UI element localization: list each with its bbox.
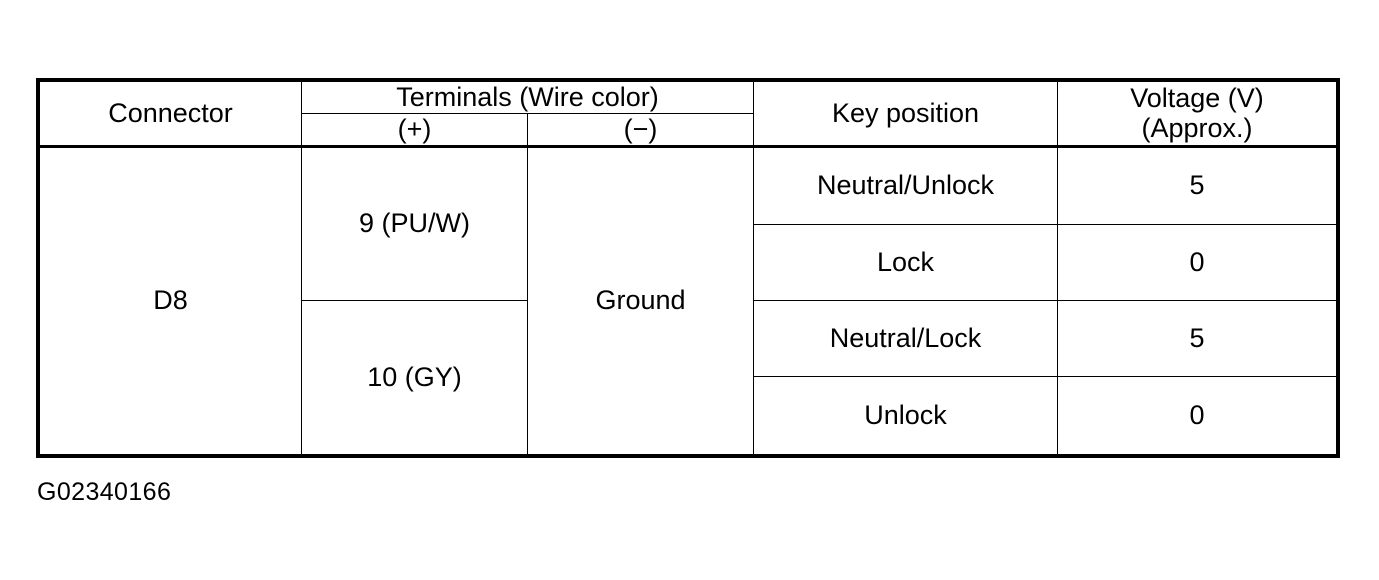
header-voltage-line1: Voltage (V) [1130, 82, 1264, 113]
cell-connector-value: D8 [37, 145, 302, 457]
table-row: Unlock 0 [38, 375, 1339, 457]
cell-positive-terminal-2: 10 (GY) [301, 299, 528, 457]
cell-key-position: Neutral/Unlock [753, 145, 1058, 225]
table-body: D8 9 (PU/W) Ground Neutral/Unlock 5 Lock… [37, 145, 1339, 457]
header-key-position: Key position [753, 79, 1058, 148]
cell-key-position: Neutral/Lock [753, 299, 1058, 377]
table-row: D8 9 (PU/W) Ground Neutral/Unlock 5 [37, 145, 1339, 457]
cell-positive-terminal-1: 9 (PU/W) [301, 145, 528, 301]
connector-voltage-table: Connector Terminals (Wire color) Key pos… [36, 78, 1340, 458]
header-row-top: Connector Terminals (Wire color) Key pos… [37, 79, 1339, 148]
header-voltage-line2: (Approx.) [1141, 113, 1253, 144]
cell-voltage: 0 [1057, 375, 1339, 457]
cell-key-position: Lock [753, 223, 1058, 301]
cell-voltage: 5 [1057, 145, 1339, 225]
cell-voltage: 5 [1057, 299, 1339, 377]
header-terminal-negative: (−) [527, 112, 754, 148]
header-voltage: Voltage (V) (Approx.) [1057, 79, 1339, 148]
header-row-sub: (+) (−) [38, 112, 1338, 148]
cell-voltage: 0 [1057, 223, 1339, 301]
figure-caption: G02340166 [37, 478, 172, 506]
table-row: Lock 0 [38, 223, 1339, 301]
cell-negative-terminal: Ground [527, 145, 754, 457]
table-row: 10 (GY) Neutral/Lock 5 [38, 299, 1339, 457]
table-header: Connector Terminals (Wire color) Key pos… [37, 79, 1339, 148]
header-terminals-group: Terminals (Wire color) [301, 79, 754, 114]
header-connector: Connector [37, 79, 302, 148]
cell-key-position: Unlock [753, 375, 1058, 457]
header-terminal-positive: (+) [301, 112, 528, 148]
